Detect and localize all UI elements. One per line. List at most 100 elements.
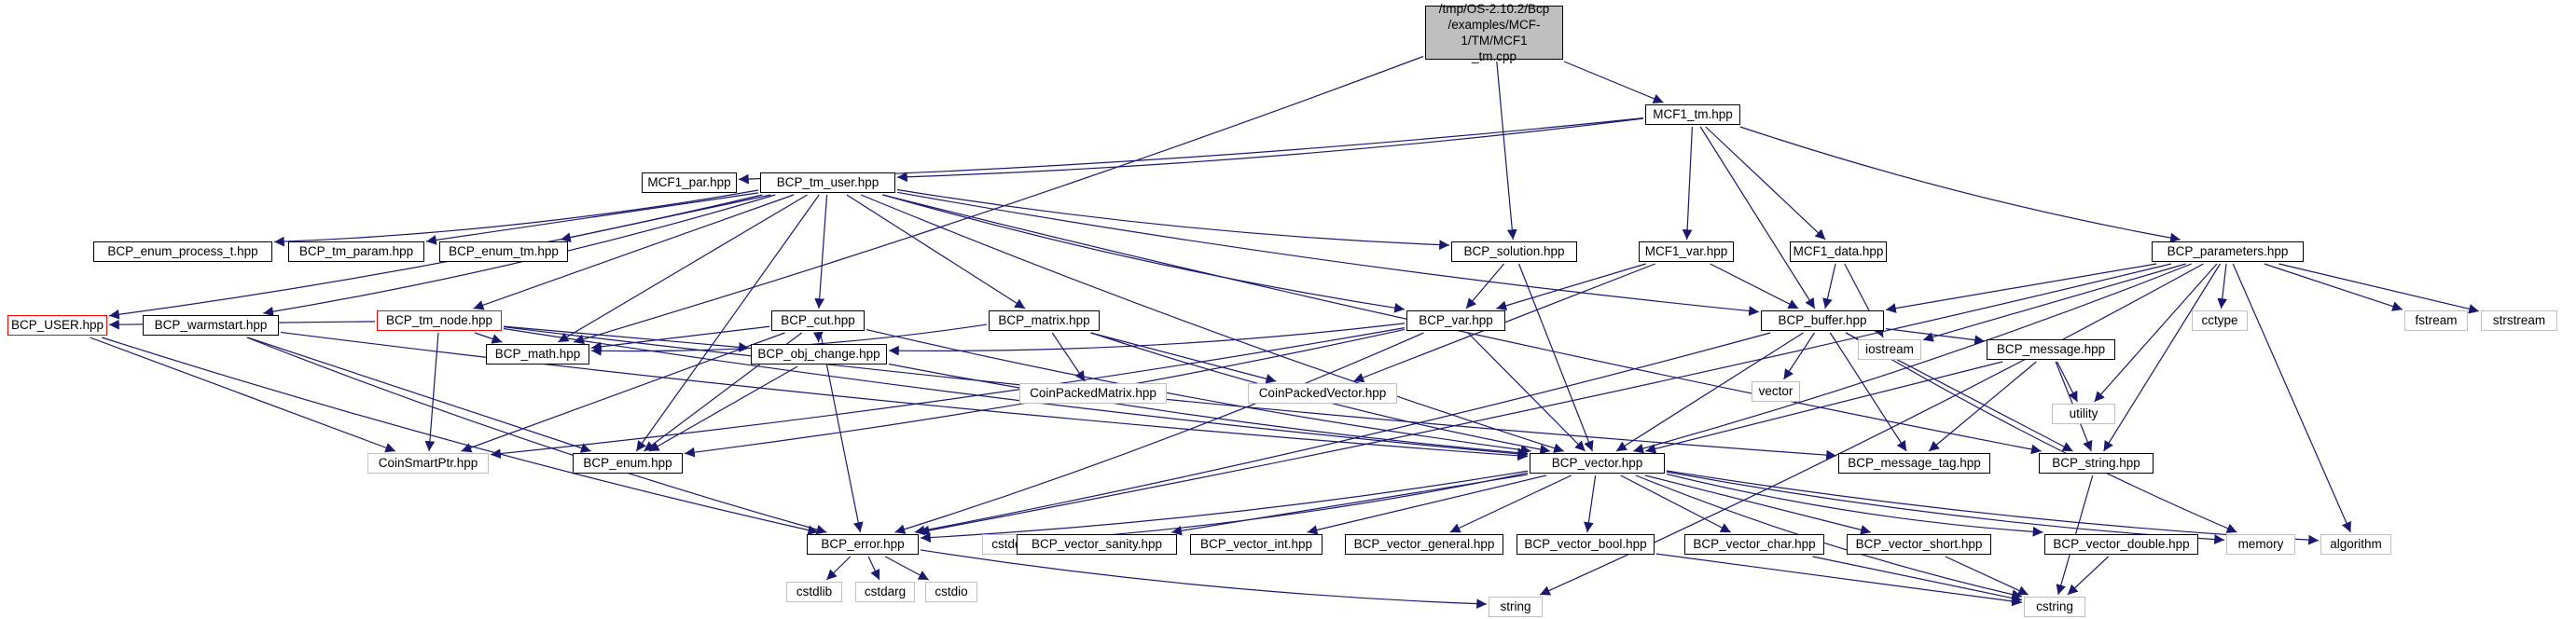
include-edge-bcp_vector-to-bcp_vector_general bbox=[1449, 475, 1572, 533]
node-bcp-cut[interactable]: BCP_cut.hpp bbox=[771, 310, 865, 331]
include-edge-bcp_vector-to-bcp_vector_double bbox=[1666, 473, 2043, 537]
node-cstring: cstring bbox=[2024, 597, 2085, 617]
include-edge-bcp_matrix-to-coinpackedvector bbox=[1090, 332, 1277, 384]
include-edge-bcp_tm_node-to-bcp_obj_change bbox=[503, 325, 750, 352]
node-bcp-tm-user[interactable]: BCP_tm_user.hpp bbox=[760, 172, 895, 193]
include-edge-mcf1_tm-to-bcp_buffer bbox=[1699, 126, 1816, 310]
node-bcp-vector[interactable]: BCP_vector.hpp bbox=[1530, 453, 1665, 474]
include-edge-bcp_buffer-to-vector bbox=[1783, 332, 1815, 380]
include-edge-bcp_vector-to-bcp_vector_int bbox=[1307, 475, 1547, 535]
include-edge-bcp_warmstart-to-bcp_error bbox=[246, 337, 827, 535]
include-edge-bcp_vector-to-memory bbox=[1666, 471, 2225, 544]
node-bcp-vector-char[interactable]: BCP_vector_char.hpp bbox=[1684, 534, 1824, 555]
node-bcp-warmstart[interactable]: BCP_warmstart.hpp bbox=[143, 315, 279, 336]
include-edge-bcp_message-to-bcp_message_tag bbox=[1928, 361, 2037, 452]
include-edge-bcp_message-to-bcp_vector bbox=[1645, 361, 2003, 454]
include-edge-bcp_error-to-cstdio bbox=[884, 556, 930, 581]
include-edge-bcp_tm_node-to-coinsmartptr bbox=[424, 332, 439, 452]
include-edge-bcp_tm_user-to-bcp_tm_node bbox=[473, 194, 795, 310]
include-edge-bcp_tm_user-to-bcp_enum_tm bbox=[560, 194, 771, 243]
node-bcp-user[interactable]: BCP_USER.hpp bbox=[7, 315, 107, 336]
include-edge-bcp_solution-to-bcp_var bbox=[1465, 263, 1504, 310]
node-bcp-buffer[interactable]: BCP_buffer.hpp bbox=[1761, 310, 1884, 331]
include-edge-bcp_tm_user-to-bcp_math bbox=[558, 194, 808, 343]
include-edge-bcp_cut-to-bcp_vector bbox=[866, 328, 1531, 455]
node-bcp-matrix[interactable]: BCP_matrix.hpp bbox=[989, 310, 1100, 331]
node-bcp-enum-tm[interactable]: BCP_enum_tm.hpp bbox=[439, 241, 568, 262]
include-edge-bcp_user-to-coinsmartptr bbox=[90, 337, 396, 453]
include-edge-bcp_tm_user-to-bcp_enum bbox=[635, 194, 820, 452]
include-edge-bcp_buffer-to-memory bbox=[1846, 332, 2237, 533]
node-root-file[interactable]: /tmp/OS-2.10.2/Bcp/examples/MCF-1/TM/MCF… bbox=[1425, 2, 1563, 63]
include-edge-bcp_buffer-to-bcp_message_tag bbox=[1829, 332, 1907, 452]
node-bcp-tm-param[interactable]: BCP_tm_param.hpp bbox=[288, 241, 424, 262]
node-bcp-vector-general[interactable]: BCP_vector_general.hpp bbox=[1345, 534, 1503, 555]
node-vector: vector bbox=[1752, 381, 1800, 402]
node-cstdlib: cstdlib bbox=[786, 582, 842, 602]
node-cstdarg: cstdarg bbox=[855, 582, 915, 602]
root-file-label-line: /examples/MCF-1/TM/MCF1 bbox=[1447, 18, 1541, 48]
include-edge-bcp_parameters-to-fstream bbox=[2264, 263, 2403, 311]
node-memory: memory bbox=[2226, 534, 2295, 555]
node-mcf1-par[interactable]: MCF1_par.hpp bbox=[642, 172, 737, 193]
include-edge-bcp_user-to-bcp_error bbox=[102, 337, 819, 535]
include-edge-bcp_matrix-to-coinpackedmatrix bbox=[1051, 332, 1086, 382]
include-edge-bcp_obj_change-to-bcp_vector bbox=[888, 363, 1529, 458]
include-edge-mcf1_var-to-bcp_buffer bbox=[1710, 263, 1799, 310]
include-edge-bcp_obj_change-to-bcp_enum bbox=[648, 365, 798, 452]
node-bcp-message-tag[interactable]: BCP_message_tag.hpp bbox=[1838, 453, 1990, 474]
node-bcp-enum[interactable]: BCP_enum.hpp bbox=[573, 453, 683, 474]
include-edge-bcp_parameters-to-bcp_vector bbox=[1633, 263, 2193, 454]
include-edge-bcp_parameters-to-bcp_string bbox=[2103, 263, 2221, 452]
node-bcp-vector-int[interactable]: BCP_vector_int.hpp bbox=[1190, 534, 1323, 555]
include-edge-bcp_var-to-coinsmartptr bbox=[490, 327, 1406, 459]
node-strstream: strstream bbox=[2481, 310, 2557, 331]
node-bcp-message[interactable]: BCP_message.hpp bbox=[1987, 339, 2115, 360]
include-edge-bcp_tm_user-to-bcp_buffer bbox=[896, 191, 1760, 316]
include-edge-mcf1_tm-to-mcf1_var bbox=[1682, 126, 1693, 241]
node-bcp-vector-double[interactable]: BCP_vector_double.hpp bbox=[2044, 534, 2198, 555]
node-bcp-solution[interactable]: BCP_solution.hpp bbox=[1451, 241, 1577, 262]
include-edge-bcp_var-to-bcp_vector bbox=[1467, 332, 1586, 452]
root-file-label-line: /tmp/OS-2.10.2/Bcp bbox=[1438, 2, 1550, 16]
include-edge-bcp_error-to-cstdlib bbox=[825, 556, 852, 581]
node-mcf1-var[interactable]: MCF1_var.hpp bbox=[1639, 241, 1734, 262]
include-edge-bcp_parameters-to-bcp_error bbox=[919, 263, 2172, 536]
include-edge-bcp_parameters-to-iostream bbox=[1922, 263, 2186, 342]
node-coinsmartptr: CoinSmartPtr.hpp bbox=[367, 453, 489, 474]
include-edge-root-to-mcf1_tm bbox=[1563, 61, 1664, 103]
node-bcp-math[interactable]: BCP_math.hpp bbox=[486, 344, 589, 365]
node-bcp-error[interactable]: BCP_error.hpp bbox=[807, 534, 919, 555]
include-edge-bcp_var-to-bcp_obj_change bbox=[888, 323, 1406, 356]
node-bcp-string[interactable]: BCP_string.hpp bbox=[2039, 453, 2154, 474]
include-edge-bcp_parameters-to-strstream bbox=[2278, 263, 2480, 314]
node-bcp-enum-process-t[interactable]: BCP_enum_process_t.hpp bbox=[93, 241, 272, 262]
node-bcp-var[interactable]: BCP_var.hpp bbox=[1406, 310, 1505, 331]
include-edge-bcp_parameters-to-utility bbox=[2094, 263, 2218, 403]
include-edge-root-to-bcp_solution bbox=[1496, 61, 1517, 241]
include-edge-bcp_solution-to-bcp_vector bbox=[1518, 263, 1594, 452]
node-bcp-vector-short[interactable]: BCP_vector_short.hpp bbox=[1847, 534, 1991, 555]
include-edge-bcp_message-to-utility bbox=[2057, 361, 2078, 403]
node-mcf1-data[interactable]: MCF1_data.hpp bbox=[1790, 241, 1887, 262]
node-bcp-tm-node[interactable]: BCP_tm_node.hpp bbox=[377, 310, 502, 331]
include-edge-bcp_vector-to-bcp_vector_short bbox=[1644, 475, 1872, 535]
include-edge-bcp_vector_short-to-cstring bbox=[1945, 556, 2029, 596]
include-edge-bcp_warmstart-to-bcp_enum bbox=[247, 337, 591, 453]
include-edge-bcp_warmstart-to-bcp_vector bbox=[280, 331, 1529, 461]
node-bcp-vector-sanity[interactable]: BCP_vector_sanity.hpp bbox=[1017, 534, 1177, 555]
include-edge-bcp_tm_user-to-bcp_warmstart bbox=[263, 194, 776, 317]
include-edge-bcp_cut-to-bcp_math bbox=[590, 325, 770, 352]
node-mcf1-tm[interactable]: MCF1_tm.hpp bbox=[1645, 104, 1740, 125]
include-edge-bcp_vector_double-to-cstring bbox=[2067, 556, 2110, 596]
include-edge-bcp_parameters-to-bcp_buffer bbox=[1885, 263, 2157, 313]
include-edge-mcf1_tm-to-bcp_tm_user bbox=[896, 117, 1644, 183]
node-bcp-obj-change[interactable]: BCP_obj_change.hpp bbox=[751, 344, 887, 365]
node-bcp-vector-bool[interactable]: BCP_vector_bool.hpp bbox=[1517, 534, 1655, 555]
include-edge-bcp_tm_user-to-bcp_cut bbox=[814, 194, 828, 310]
node-cctype: cctype bbox=[2192, 310, 2248, 331]
node-bcp-parameters[interactable]: BCP_parameters.hpp bbox=[2152, 241, 2304, 262]
include-edge-bcp_tm_user-to-bcp_enum_process_t bbox=[273, 189, 759, 247]
node-string: string bbox=[1489, 597, 1543, 617]
include-edge-bcp_vector-to-cstring bbox=[1635, 475, 2023, 599]
